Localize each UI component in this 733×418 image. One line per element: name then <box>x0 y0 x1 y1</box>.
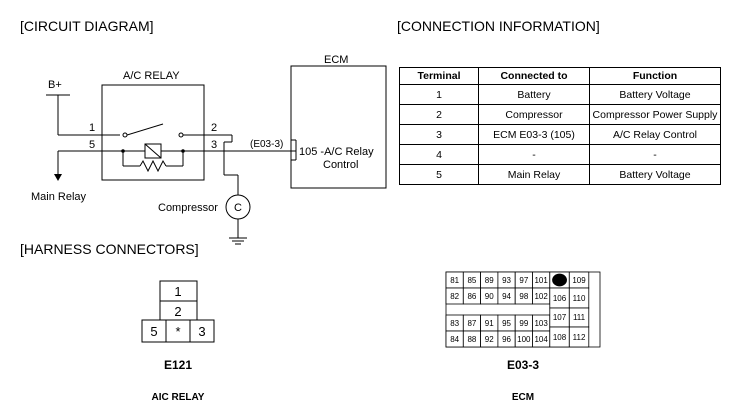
ecm-pin-label: 85 <box>467 276 476 285</box>
ecm-pin-label: 107 <box>553 313 567 322</box>
ecm-pin-label: 84 <box>450 335 459 344</box>
relay-pin-2-label: 2 <box>211 122 217 134</box>
table-row: 4 - - <box>399 144 721 165</box>
relay-pin-3-label: 3 <box>211 139 217 151</box>
ecm-pin-label: 99 <box>519 319 528 328</box>
table-row: 1 Battery Battery Voltage <box>399 84 721 105</box>
ecm-connector-ref: (E03-3) <box>250 139 283 150</box>
ecm-pin-label: 101 <box>534 276 548 285</box>
switch-contact-left <box>122 132 128 138</box>
ecm-pin-label: 96 <box>502 335 511 344</box>
ecm-pin-label: 111 <box>573 313 586 322</box>
header-function: Function <box>589 67 721 85</box>
ecm-connector-key-dot <box>552 273 567 287</box>
main-relay-arrow <box>54 174 62 181</box>
ecm-pin-label: 90 <box>485 292 494 301</box>
b-plus-label: B+ <box>48 79 62 91</box>
relay-title: A/C RELAY <box>123 70 180 82</box>
relay-connector-pin-3: 3 <box>198 324 205 339</box>
ecm-connector-name: ECM <box>511 392 535 403</box>
connection-table: Terminal Connected to Function 1 Battery… <box>399 67 721 185</box>
relay-connector-pin-1: 1 <box>174 284 181 299</box>
ecm-pin-label: 86 <box>467 292 476 301</box>
ecm-connector <box>445 271 601 348</box>
ecm-pin-label: 98 <box>519 292 528 301</box>
ecm-pin-label: 102 <box>534 292 548 301</box>
cell-function: Battery Voltage <box>589 84 721 105</box>
ecm-pin-label: 104 <box>534 335 548 344</box>
switch-arm <box>126 123 164 136</box>
cell-terminal: 2 <box>399 104 479 125</box>
table-row: 2 Compressor Compressor Power Supply <box>399 104 721 125</box>
ecm-pin-label: 95 <box>502 319 511 328</box>
table-header-row: Terminal Connected to Function <box>399 67 721 85</box>
ecm-pin-label: 89 <box>485 276 494 285</box>
header-terminal: Terminal <box>399 67 479 85</box>
ecm-pin-label: 106 <box>553 294 567 303</box>
cell-connected-to: Compressor <box>478 104 590 125</box>
relay-coil-diagonal <box>144 143 162 159</box>
ecm-pin-label: 88 <box>467 335 476 344</box>
junction-dot-right <box>181 149 185 153</box>
ecm-pin-label: 87 <box>467 319 476 328</box>
ecm-pin-label: 105 -A/C Relay <box>299 146 374 158</box>
cell-function: - <box>589 144 721 165</box>
ecm-pin-label-line2: Control <box>323 159 358 171</box>
relay-pin-1-label: 1 <box>89 122 95 134</box>
cell-connected-to: Battery <box>478 84 590 105</box>
ecm-pin-label: 110 <box>573 294 586 303</box>
ecm-pin-label: 97 <box>519 276 528 285</box>
compressor-symbol: C <box>234 202 242 214</box>
table-row: 5 Main Relay Battery Voltage <box>399 164 721 185</box>
harness-connectors-heading: [HARNESS CONNECTORS] <box>20 241 199 257</box>
cell-function: Compressor Power Supply <box>589 104 721 125</box>
ecm-connector-pins: 81 85 89 93 97 101 82 86 90 94 98 102 83 87 91 95 99 103 8… <box>450 276 586 344</box>
relay-connector-cell <box>189 319 215 343</box>
table-row: 3 ECM E03-3 (105) A/C Relay Control <box>399 124 721 145</box>
cell-function: A/C Relay Control <box>589 124 721 145</box>
junction-dot-left <box>121 149 125 153</box>
cell-connected-to: - <box>478 144 590 165</box>
cell-terminal: 4 <box>399 144 479 165</box>
relay-pin-5-label: 5 <box>89 139 95 151</box>
ecm-pin-label: 103 <box>534 319 548 328</box>
relay-connector-code: E121 <box>163 358 193 372</box>
header-connected-to: Connected to <box>478 67 590 85</box>
ecm-pin-label: 91 <box>485 319 494 328</box>
cell-terminal: 3 <box>399 124 479 145</box>
ecm-pin-label: 108 <box>553 333 567 342</box>
ecm-pin-label: 94 <box>502 292 511 301</box>
ecm-pin-label: 92 <box>485 335 494 344</box>
compressor-label: Compressor <box>158 202 218 214</box>
resistor-symbol <box>139 159 167 173</box>
main-relay-label: Main Relay <box>31 191 87 203</box>
circuit-diagram-heading: [CIRCUIT DIAGRAM] <box>20 18 154 34</box>
ecm-title: ECM <box>324 54 348 66</box>
ecm-pin-label: 109 <box>572 276 586 285</box>
cell-function: Battery Voltage <box>589 164 721 185</box>
cell-connected-to: Main Relay <box>478 164 590 185</box>
ecm-connector-code: E03-3 <box>506 358 540 372</box>
relay-connector-pin-blank: * <box>175 324 180 339</box>
cell-terminal: 1 <box>399 84 479 105</box>
relay-connector-pin-5: 5 <box>150 324 157 339</box>
relay-connector-pin-2: 2 <box>174 304 181 319</box>
ecm-pin-label: 112 <box>573 333 586 342</box>
ecm-pin-cell <box>568 326 590 348</box>
ecm-pin-label: 83 <box>450 319 459 328</box>
relay-box <box>101 84 205 181</box>
relay-connector-name: AIC RELAY <box>151 392 205 403</box>
ecm-pin-label: 82 <box>450 292 459 301</box>
ecm-pin-label: 81 <box>450 276 459 285</box>
switch-contact-right <box>178 132 184 138</box>
ecm-pin-label: 93 <box>502 276 511 285</box>
ecm-box <box>290 65 387 189</box>
ecm-pin-label: 100 <box>517 335 531 344</box>
connection-information-heading: [CONNECTION INFORMATION] <box>397 18 600 34</box>
cell-connected-to: ECM E03-3 (105) <box>478 124 590 145</box>
cell-terminal: 5 <box>399 164 479 185</box>
